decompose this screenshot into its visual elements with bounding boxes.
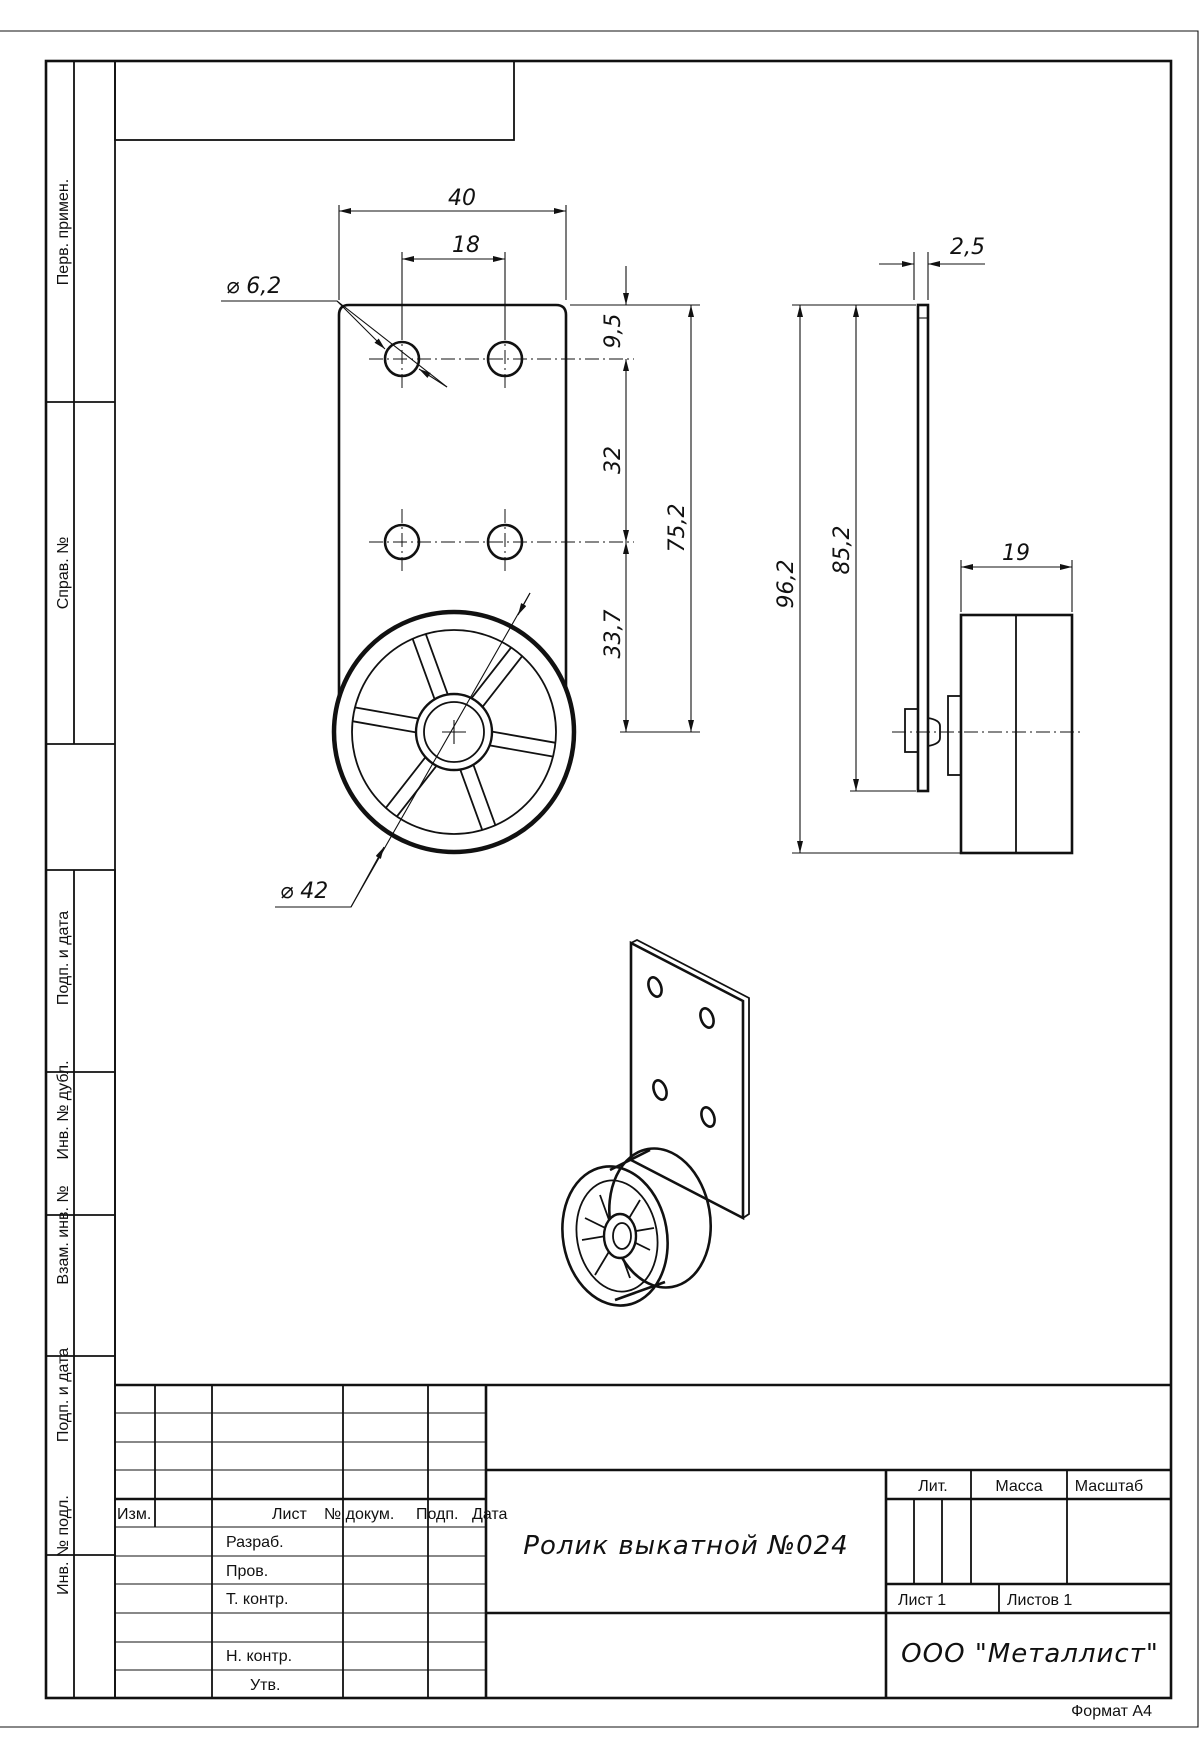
dim-hole-spacing-18: 18	[452, 233, 480, 258]
wheel-spoke	[488, 730, 556, 758]
sheet-count: Листов 1	[1007, 1592, 1072, 1609]
header-list: Лист	[272, 1506, 307, 1523]
side-label-vzam-inv: Взам. инв. №	[55, 1185, 72, 1284]
side-label-inv-dubl: Инв. № дубл.	[55, 1060, 72, 1159]
dim-hole-vertical: 32	[601, 446, 626, 474]
dim-hole-diameter: ⌀ 6,2	[226, 274, 281, 299]
axle-washer	[947, 695, 962, 776]
wheel-spoke	[352, 706, 420, 734]
scale-label: Масштаб	[1075, 1478, 1143, 1495]
header-doc-no: № докум.	[324, 1506, 394, 1523]
dim-thickness: 2,5	[950, 235, 985, 260]
dim-plate-height: 85,2	[830, 526, 855, 575]
dim-wheel-diameter: ⌀ 42	[280, 879, 328, 904]
role-t-kontr: Т. контр.	[226, 1591, 288, 1608]
outer-sheet-border	[0, 30, 1199, 1728]
wheel-front	[331, 609, 577, 855]
dim-overall-height: 96,2	[774, 560, 799, 609]
title-block: Изм. Лист № докум. Подп. Дата Разраб. Пр…	[115, 1383, 1171, 1720]
company-name: ООО "Металлист"	[901, 1639, 1159, 1669]
mass-label: Масса	[995, 1478, 1042, 1495]
role-razrab: Разраб.	[226, 1534, 284, 1551]
dim-width-40: 40	[448, 186, 476, 211]
wheel-spoke	[458, 763, 497, 831]
dim-total-to-axle: 75,2	[665, 504, 690, 553]
mounting-plate	[337, 303, 568, 696]
dim-wheel-width: 19	[1002, 541, 1030, 566]
side-label-podp-data-1: Подп. и дата	[55, 911, 72, 1005]
role-prov: Пров.	[226, 1563, 268, 1580]
wheel-spoke	[411, 633, 450, 701]
header-sign: Подп.	[416, 1506, 459, 1523]
dim-top-offset: 9,5	[601, 314, 626, 349]
plate-side	[916, 303, 930, 793]
drawing-title: Ролик выкатной №024	[523, 1531, 848, 1561]
role-utv: Утв.	[250, 1677, 280, 1694]
axle-nut	[904, 708, 919, 753]
wheel-spoke	[469, 646, 524, 709]
drawing-frame	[44, 59, 1173, 1700]
front-view: 40 18 ⌀ 6,2 9,5 32 33,7 75,2 ⌀ 42	[221, 186, 700, 908]
format-label: Формат А4	[1071, 1703, 1152, 1720]
dim-axle-offset: 33,7	[601, 610, 626, 659]
side-view: 2,5 96,2 85,2 19	[774, 235, 1083, 855]
side-label-podp-data-2: Подп. и дата	[55, 1348, 72, 1442]
mounting-holes	[369, 326, 634, 575]
header-date: Дата	[472, 1506, 508, 1523]
sheet-number: Лист 1	[898, 1592, 946, 1609]
iso-wheel-face	[561, 1165, 669, 1307]
role-n-kontr: Н. контр.	[226, 1648, 292, 1665]
side-label-sprav: Справ. №	[55, 537, 72, 610]
lit-label: Лит.	[918, 1478, 947, 1495]
isometric-view	[561, 938, 750, 1307]
header-izm: Изм.	[117, 1506, 151, 1523]
side-label-inv-podl: Инв. № подл.	[55, 1495, 72, 1595]
side-stamp: Перв. примен. Справ. № Подп. и дата Инв.…	[46, 61, 116, 1698]
side-label-perv-primen: Перв. примен.	[55, 179, 72, 285]
top-left-box	[114, 60, 515, 141]
